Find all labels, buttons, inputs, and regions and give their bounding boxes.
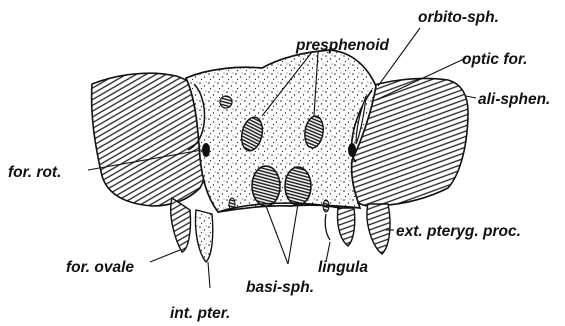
pterygoid-left-inner [195, 210, 212, 262]
label-ali-sphen: ali-sphen. [478, 91, 550, 108]
label-presphenoid: presphenoid [295, 37, 390, 54]
label-for-ovale: for. ovale [66, 259, 134, 276]
pterygoid-left-outer [171, 198, 191, 252]
for-rot-left [202, 143, 210, 157]
label-for-rot: for. rot. [8, 164, 61, 181]
pterygoid-right-outer [367, 204, 390, 254]
small-pit [220, 96, 232, 108]
label-ext-pteryg-proc: ext. pteryg. proc. [396, 223, 521, 240]
basi-sph-left-opening [252, 166, 280, 206]
label-lingula: lingula [318, 259, 368, 276]
for-rot-right [348, 143, 356, 157]
pterygoid-right-inner [337, 208, 354, 246]
basi-sph-right-opening [285, 167, 311, 205]
label-orbito-sph: orbito-sph. [418, 9, 499, 26]
lingula-mark [325, 214, 330, 240]
sphenoid-body [186, 50, 376, 212]
label-basi-sph: basi-sph. [246, 279, 314, 296]
label-int-pter: int. pter. [170, 305, 230, 322]
label-optic-for: optic for. [462, 51, 527, 68]
